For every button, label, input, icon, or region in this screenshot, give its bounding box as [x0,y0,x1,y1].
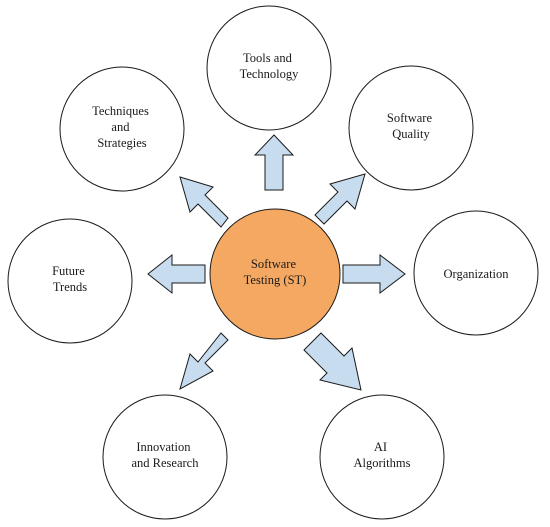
node-tools-and-technology [206,5,332,131]
arrow-to-tools-and-technology [253,134,295,191]
label-line: Algorithms [354,456,411,470]
arrow-to-software-quality [314,173,366,225]
label-line: Trends [53,280,87,294]
arrow-to-organization [342,253,406,295]
node-organization [413,210,539,336]
label-line: and [111,120,130,134]
label-center: Software Testing (ST) [244,257,307,287]
label-line: Techniques [92,104,149,118]
label-tools-and-technology: Tools and Technology [240,51,300,81]
label-software-quality: Software Quality [387,111,435,141]
label-future-trends: Future Trends [52,264,88,294]
node-ai-algorithms [319,394,445,520]
arrow-to-ai-algorithms [303,332,362,391]
arrow-to-techniques-and-strategies [179,176,229,228]
label-organization: Organization [443,267,509,281]
label-innovation-and-research: Innovation and Research [132,440,200,470]
label-line: Future [52,264,85,278]
label-line: Software [387,111,433,125]
label-line: Technology [240,67,300,81]
node-innovation-and-research [102,394,228,520]
label-techniques-and-strategies: Techniques and Strategies [92,104,152,150]
arrow-to-innovation-and-research [179,332,229,391]
node-software-quality [348,65,474,191]
label-line: AI [374,440,387,454]
node-future-trends [7,218,133,344]
outer-nodes [7,5,539,520]
node-techniques-and-strategies [59,66,185,192]
label-line: Testing (ST) [244,273,307,287]
labels: Software Testing (ST) Tools and Technolo… [52,51,509,470]
label-line: Organization [443,267,509,281]
label-line: Strategies [97,136,146,150]
center-node [209,208,341,340]
label-ai-algorithms: AI Algorithms [354,440,411,470]
arrows [147,134,406,391]
label-line: Innovation [136,440,191,454]
arrow-to-future-trends [147,253,206,295]
label-line: Quality [392,127,430,141]
label-line: Tools and [243,51,293,65]
label-line: Software [251,257,297,271]
label-line: and Research [132,456,200,470]
